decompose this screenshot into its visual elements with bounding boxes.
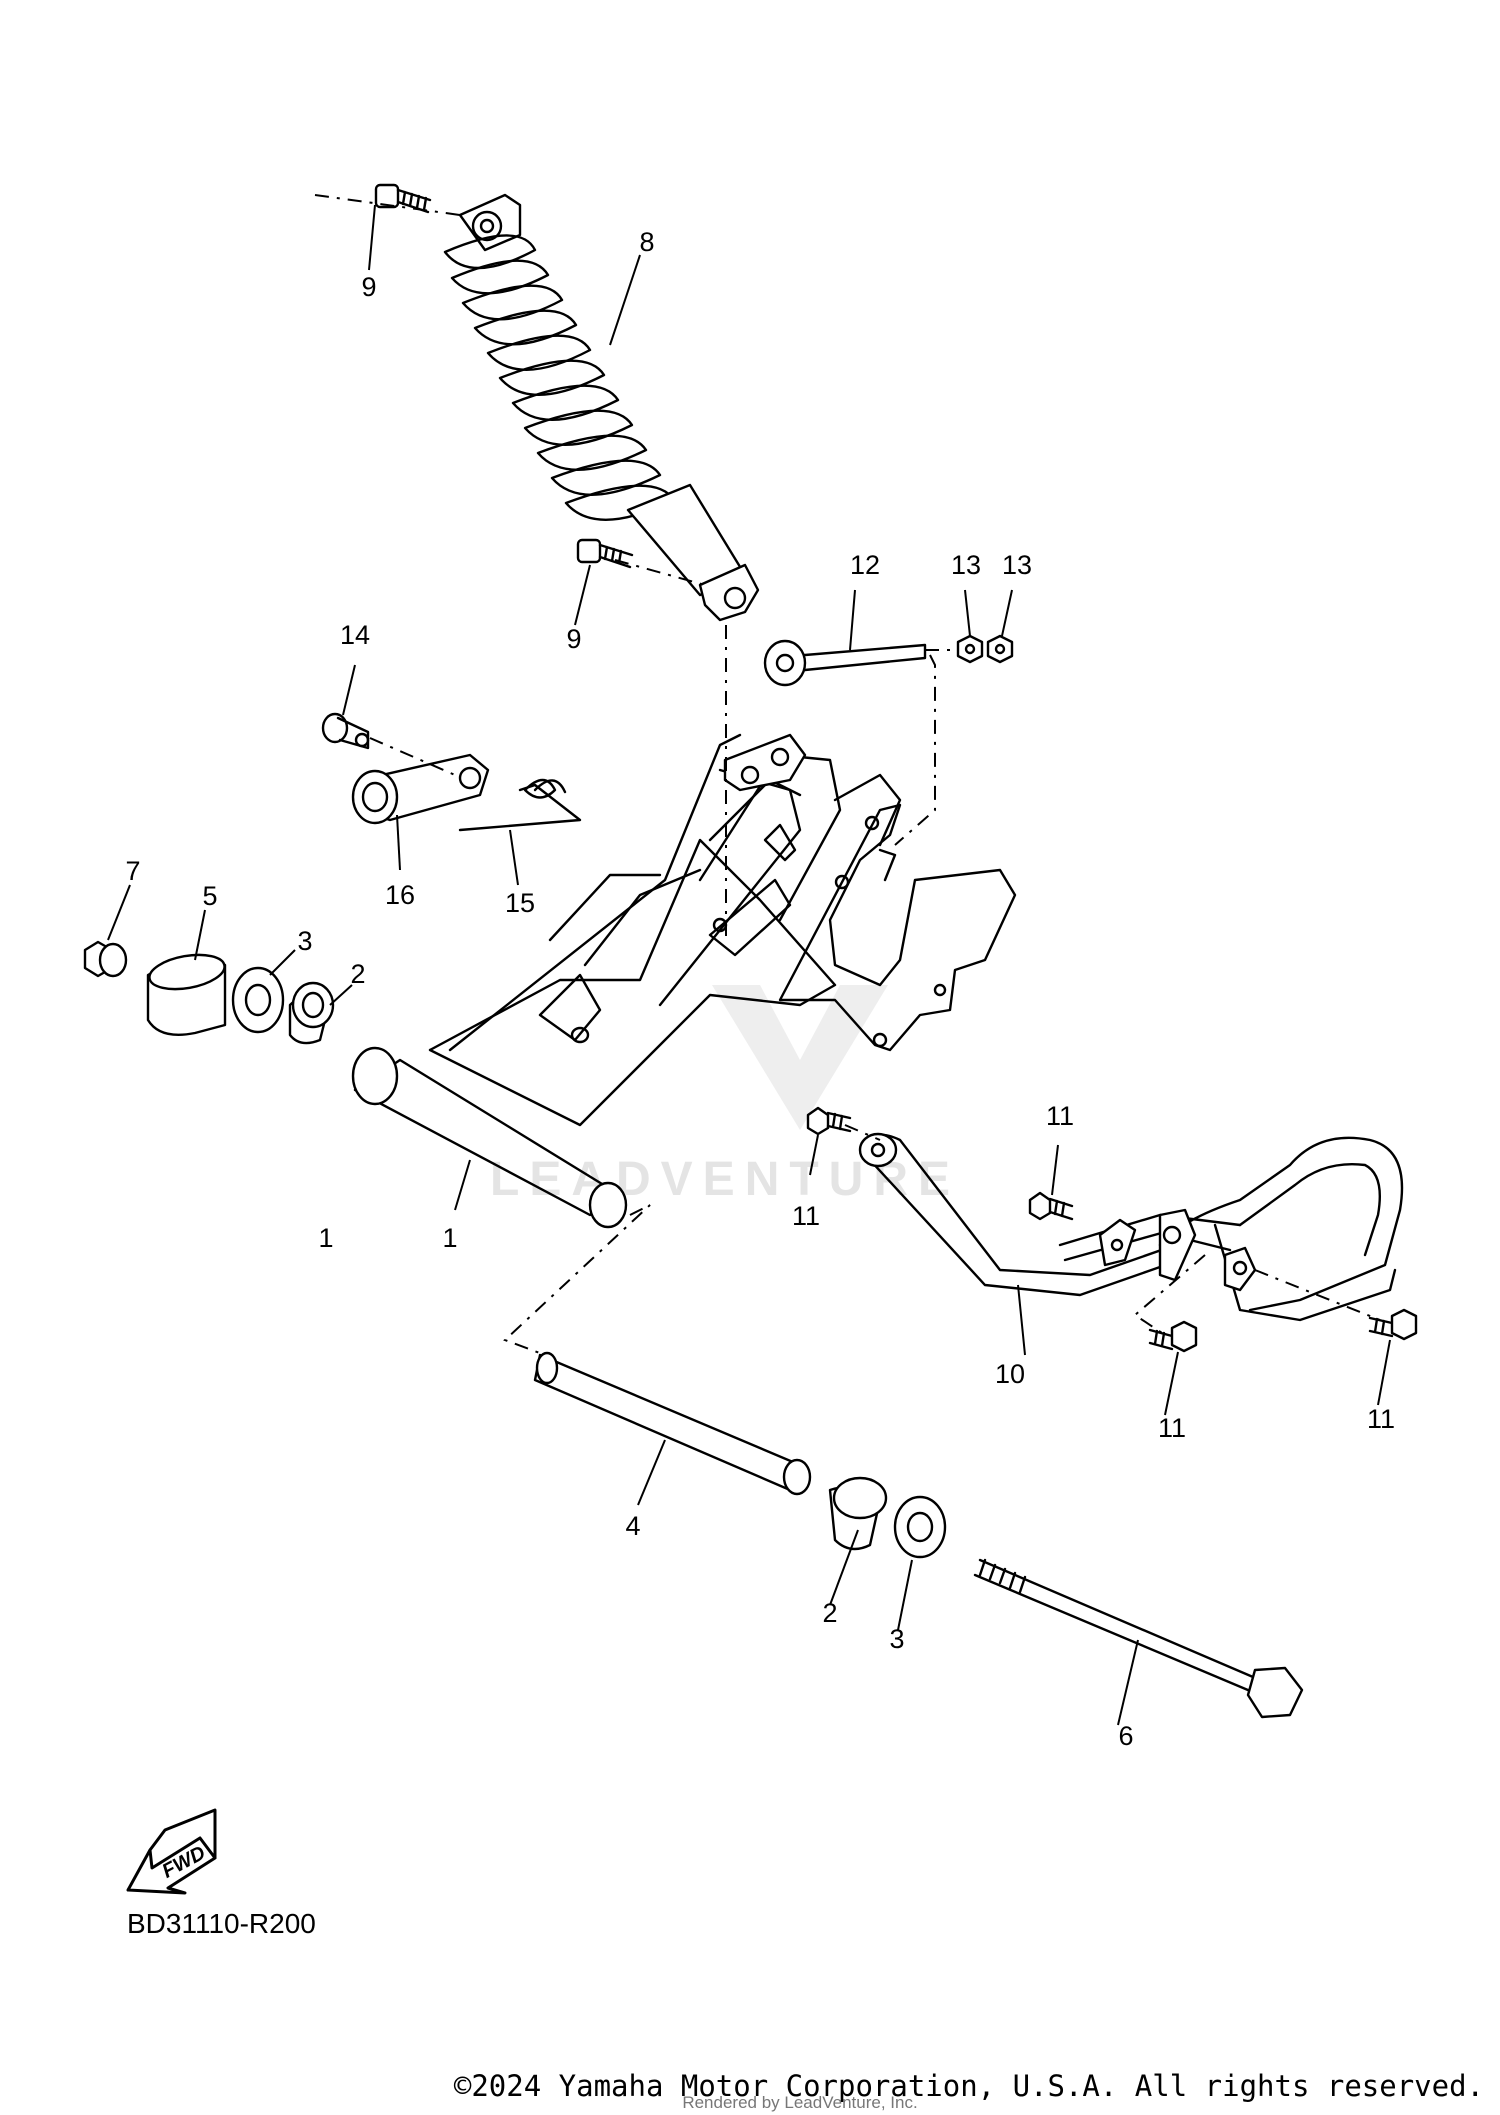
callout-1[interactable]: 1	[318, 1223, 333, 1253]
swingarm[interactable]	[351, 733, 1017, 1229]
leader-lines	[107, 204, 1391, 1726]
callout-2-upper[interactable]: 2	[350, 959, 365, 989]
guard-10[interactable]	[858, 1132, 1404, 1322]
callout-11-b[interactable]: 11	[1046, 1101, 1074, 1131]
bolt-11-c[interactable]	[1148, 1320, 1198, 1353]
callout-11-d[interactable]: 11	[1367, 1404, 1395, 1434]
callout-13-b[interactable]: 13	[1002, 550, 1032, 580]
rod-12[interactable]	[763, 639, 927, 687]
callout-11-a[interactable]: 11	[792, 1201, 820, 1231]
callout-6[interactable]: 6	[1118, 1721, 1133, 1751]
nut-13-a[interactable]	[956, 634, 984, 664]
callout-10[interactable]: 10	[995, 1359, 1025, 1389]
callout-5[interactable]: 5	[202, 881, 217, 911]
bolt-9-lower[interactable]	[576, 538, 634, 569]
bolt-11-d[interactable]	[1368, 1308, 1418, 1341]
link-16[interactable]	[351, 753, 490, 825]
bolt-11-a[interactable]	[806, 1106, 852, 1136]
callout-4[interactable]: 4	[625, 1511, 640, 1541]
pivot-shaft-4[interactable]	[533, 1351, 812, 1496]
callout-11-c[interactable]: 11	[1158, 1413, 1186, 1443]
shock-absorber[interactable]	[443, 193, 760, 622]
bushing-2-upper[interactable]	[288, 981, 335, 1045]
callout-9-lower[interactable]: 9	[566, 624, 581, 654]
nut-7[interactable]	[83, 940, 128, 978]
callout-15[interactable]: 15	[505, 888, 535, 918]
washer-3-upper[interactable]	[231, 966, 285, 1034]
rendered-by: Rendered by LeadVenture, Inc.	[682, 2093, 917, 2112]
forward-arrow-icon: FWD	[126, 1808, 217, 1895]
washer-3-lower[interactable]	[893, 1495, 947, 1559]
callouts: 1 1 2 2 3 3 4 5 6 7 8 9 9 10 11 11 11 11…	[125, 227, 1395, 1751]
callout-12[interactable]: 12	[850, 550, 880, 580]
callout-16[interactable]: 16	[385, 880, 415, 910]
callout-1[interactable]: 1	[442, 1223, 457, 1253]
pin-14[interactable]	[321, 712, 370, 750]
copyright-notice: ©2024 Yamaha Motor Corporation, U.S.A. A…	[454, 2069, 1484, 2103]
bolt-11-b[interactable]	[1028, 1191, 1074, 1221]
assembly-lines	[314, 194, 1381, 1356]
bolt-9-upper[interactable]	[374, 183, 432, 214]
callout-8[interactable]: 8	[639, 227, 654, 257]
callout-3-lower[interactable]: 3	[889, 1624, 904, 1654]
callout-9-upper[interactable]: 9	[361, 272, 376, 302]
collar-5[interactable]	[146, 950, 227, 1037]
pivot-bolt-6[interactable]	[973, 1558, 1304, 1719]
callout-3-upper[interactable]: 3	[297, 926, 312, 956]
nut-13-b[interactable]	[986, 634, 1014, 664]
bushing-2-lower[interactable]	[828, 1476, 888, 1551]
callout-7[interactable]: 7	[125, 856, 140, 886]
spring-15[interactable]	[458, 778, 582, 832]
callout-13-a[interactable]: 13	[951, 550, 981, 580]
watermark: LEADVENTURE	[490, 985, 950, 1206]
callout-2-lower[interactable]: 2	[822, 1598, 837, 1628]
diagram-code: BD31110-R200	[127, 1908, 316, 1939]
callout-14[interactable]: 14	[340, 620, 370, 650]
